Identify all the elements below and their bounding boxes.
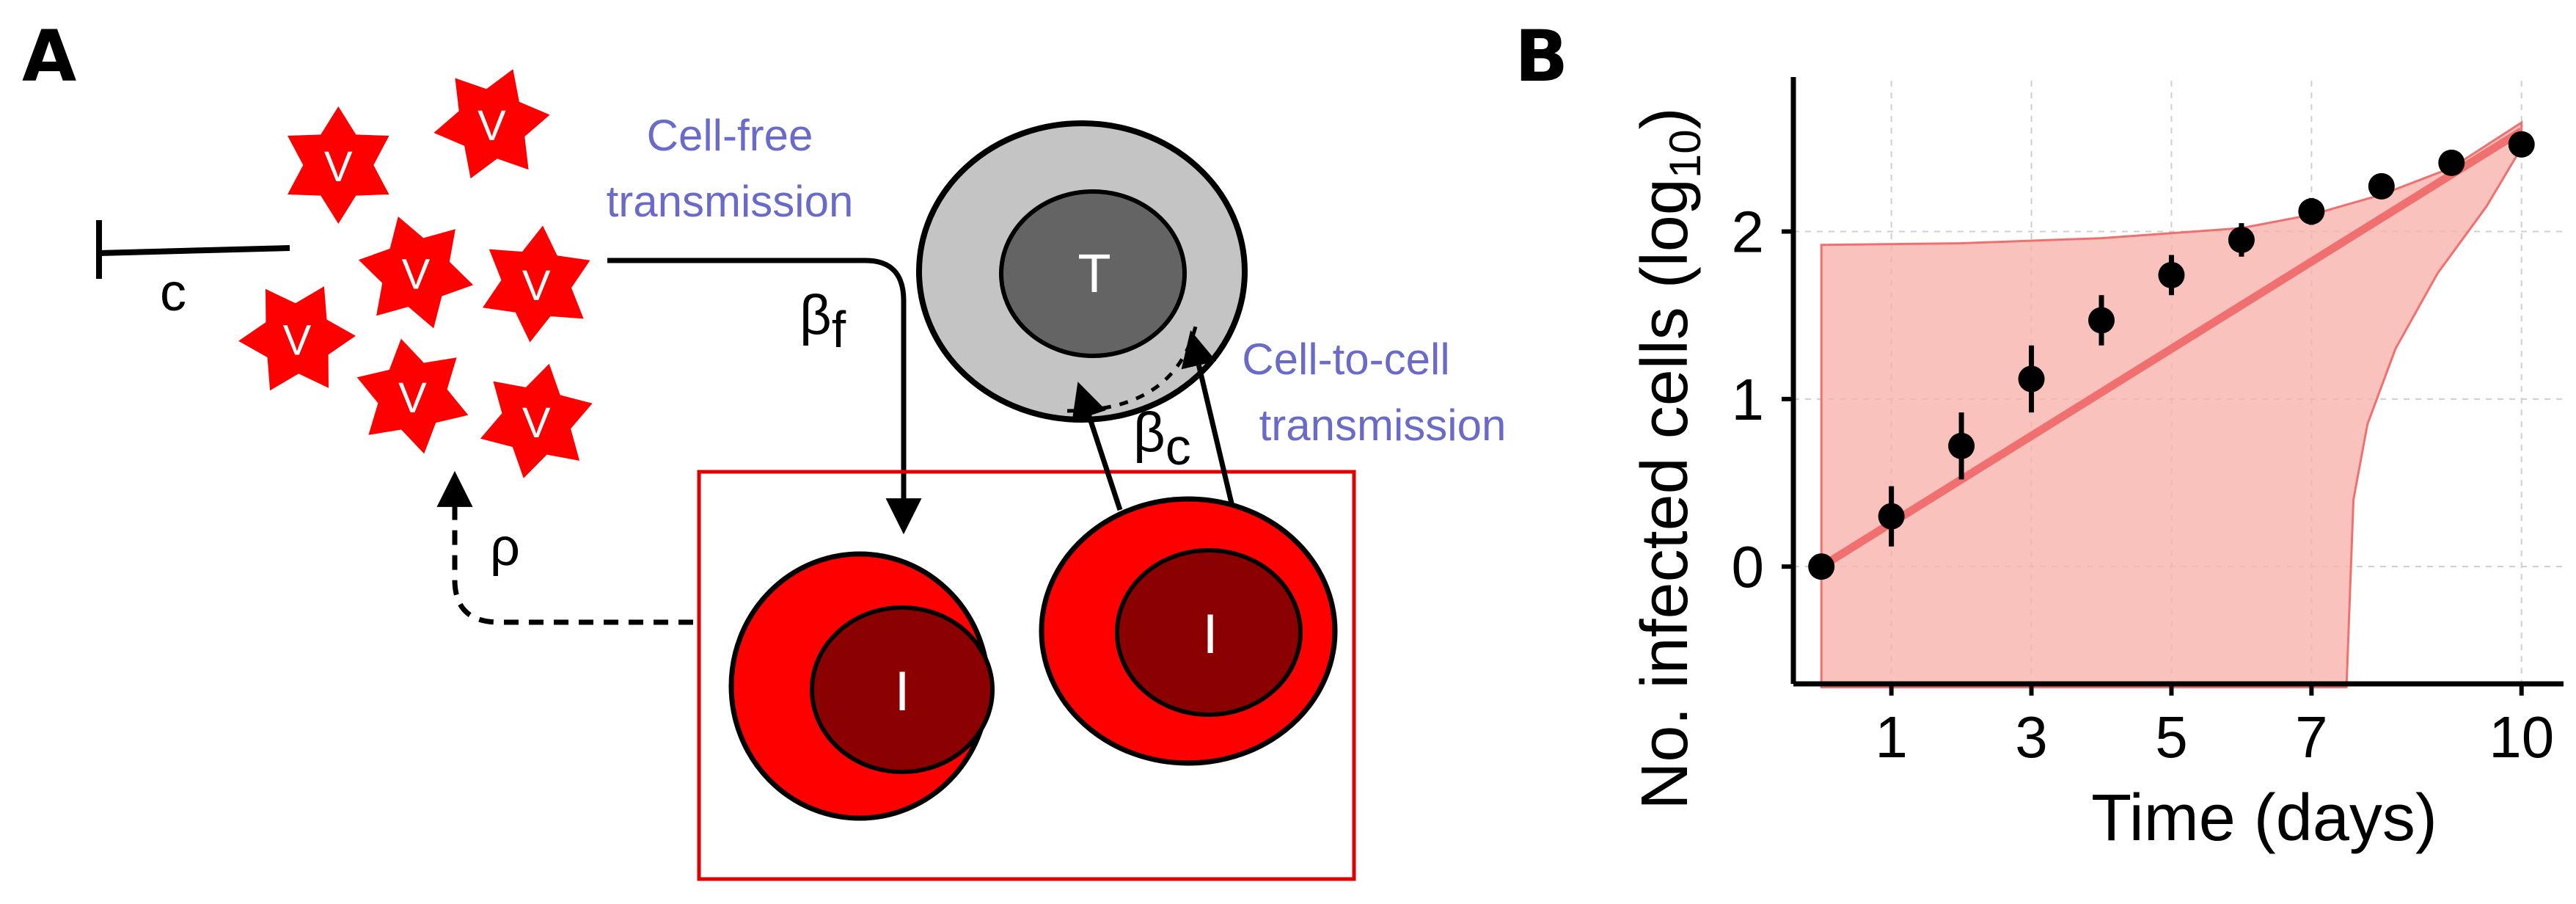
y-axis-title-sub: 10 (1661, 129, 1710, 178)
target-label: T (1077, 243, 1110, 304)
virus-label: V (522, 262, 551, 310)
beta-c-subscript: c (1166, 418, 1191, 475)
infected-cell-2-nucleus (1115, 548, 1303, 717)
virus-cluster: V V V V V V V (238, 69, 593, 478)
y-tick-label: 2 (1732, 200, 1765, 265)
clearance-label: c (160, 263, 186, 322)
data-point (2018, 365, 2045, 393)
panel-a-label: A (22, 15, 76, 98)
cell-free-line1: Cell-free (647, 111, 813, 160)
virus-label: V (477, 102, 506, 150)
production-label: ρ (490, 518, 520, 577)
virus-star (238, 286, 356, 391)
data-point (1878, 503, 1905, 530)
data-point (1948, 432, 1975, 459)
virus-star (433, 69, 550, 179)
virus-label: V (283, 316, 312, 364)
virus-star (358, 216, 474, 329)
x-tick-label: 10 (2489, 704, 2554, 770)
x-tick-label: 7 (2295, 704, 2328, 770)
x-ticks: 1 3 5 7 10 (1875, 684, 2554, 770)
chart-panel-b: 1 3 5 7 10 0 1 2 Time (days) No. infected cell… (1628, 77, 2564, 855)
virus-label: V (324, 143, 353, 191)
virus-label: V (398, 374, 427, 422)
cell-to-cell-arrow-right (1181, 330, 1235, 507)
infected-label-1: I (894, 660, 910, 723)
cell-to-cell-arrow-left (1072, 382, 1123, 511)
infected-cell-1-nucleus (810, 605, 995, 774)
target-cell-nucleus (999, 189, 1187, 358)
y-axis-title: No. infected cells (log10) (1628, 107, 1710, 809)
data-point (2368, 172, 2395, 200)
cell-free-line2: transmission (607, 177, 854, 226)
data-points (1808, 131, 2535, 580)
infected-label-2: I (1202, 603, 1218, 666)
y-axis-title-close: ) (1628, 107, 1702, 129)
beta-c-symbol: β (1133, 401, 1166, 464)
data-point (2298, 198, 2325, 225)
clearance-line (98, 245, 290, 256)
data-point (2088, 307, 2115, 334)
panel-b-label: B (1515, 15, 1568, 98)
data-point (2508, 131, 2535, 158)
production-arrow (436, 470, 693, 625)
y-tick-label: 0 (1732, 534, 1765, 599)
x-tick-label: 1 (1875, 704, 1908, 770)
virus-star (288, 106, 389, 224)
virus-star (483, 225, 590, 343)
x-axis-title: Time (days) (2091, 781, 2437, 855)
cell-to-cell-line2: transmission (1259, 401, 1507, 450)
virus-label: V (522, 399, 551, 447)
y-axis-title-main: No. infected cells (log (1628, 178, 1702, 809)
x-tick-label: 3 (2015, 704, 2048, 770)
y-tick-label: 1 (1732, 367, 1765, 432)
fit-line (1819, 127, 2524, 570)
beta-c-label: βc (1133, 401, 1191, 475)
data-point (2228, 226, 2255, 253)
virus-star (356, 338, 469, 454)
data-point (2438, 149, 2465, 176)
virus-star (480, 363, 593, 478)
data-point (1808, 553, 1835, 580)
virus-label: V (402, 250, 431, 298)
cell-free-arrow (607, 258, 922, 535)
cell-to-cell-line1: Cell-to-cell (1242, 335, 1449, 384)
beta-f-subscript: f (832, 301, 846, 358)
data-point (2158, 261, 2185, 288)
beta-f-label: βf (799, 284, 846, 358)
x-tick-label: 5 (2155, 704, 2188, 770)
confidence-band (1820, 120, 2523, 689)
infected-cells-box (697, 470, 1356, 881)
y-ticks: 0 1 2 (1732, 200, 1793, 599)
beta-f-symbol: β (799, 284, 832, 346)
